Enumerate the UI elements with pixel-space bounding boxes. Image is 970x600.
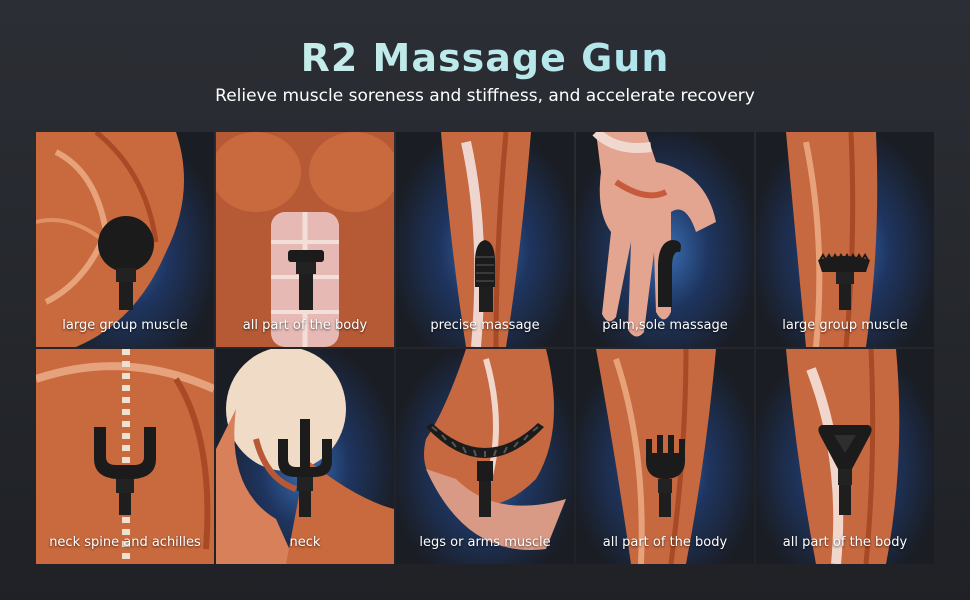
leg-muscle-illustration (424, 349, 566, 550)
tile-label: neck (289, 535, 321, 550)
flat-head-icon (288, 250, 324, 310)
tile-8: legs or arms muscle (396, 349, 574, 564)
tile-label: all part of the body (782, 535, 908, 550)
tile-label: all part of the body (602, 535, 728, 550)
tile-label: legs or arms muscle (419, 535, 551, 550)
tile-9: all part of the body (576, 349, 754, 564)
tile-label: precise massage (430, 318, 540, 333)
tile-6: neck spine and achilles (36, 349, 214, 564)
massage-head-grid: large group muscle all part of the body (36, 132, 934, 564)
tile-label: large group muscle (782, 318, 908, 333)
tile-4: palm,sole massage (576, 132, 754, 347)
tile-10: all part of the body (756, 349, 934, 564)
trident-head-icon (278, 419, 332, 517)
ball-head-icon (98, 216, 154, 310)
tile-3: precise massage (396, 132, 574, 347)
tile-label: neck spine and achilles (49, 535, 201, 550)
hook-head-icon (658, 240, 681, 307)
tile-label: all part of the body (242, 318, 368, 333)
fork-head-icon (94, 427, 156, 515)
tile-2: all part of the body (216, 132, 394, 347)
hand-palm-illustration (592, 132, 716, 337)
arm-muscle-illustration (786, 132, 878, 347)
abdomen-muscle-illustration (216, 132, 394, 347)
gear-head-icon (818, 253, 870, 310)
tile-7: neck (216, 349, 394, 564)
tile-label: palm,sole massage (602, 318, 728, 333)
tile-5: large group muscle (756, 132, 934, 347)
tile-1: large group muscle (36, 132, 214, 347)
bullet-head-icon (475, 240, 495, 312)
triangle-head-icon (818, 425, 872, 515)
page-title: R2 Massage Gun (0, 36, 970, 80)
forearm-muscle-illustration (441, 132, 531, 347)
comb-head-icon (646, 435, 685, 517)
tile-label: large group muscle (62, 318, 188, 333)
arc-head-icon (426, 423, 544, 517)
page-subtitle: Relieve muscle soreness and stiffness, a… (215, 86, 755, 106)
back-muscle-illustration (36, 349, 214, 564)
